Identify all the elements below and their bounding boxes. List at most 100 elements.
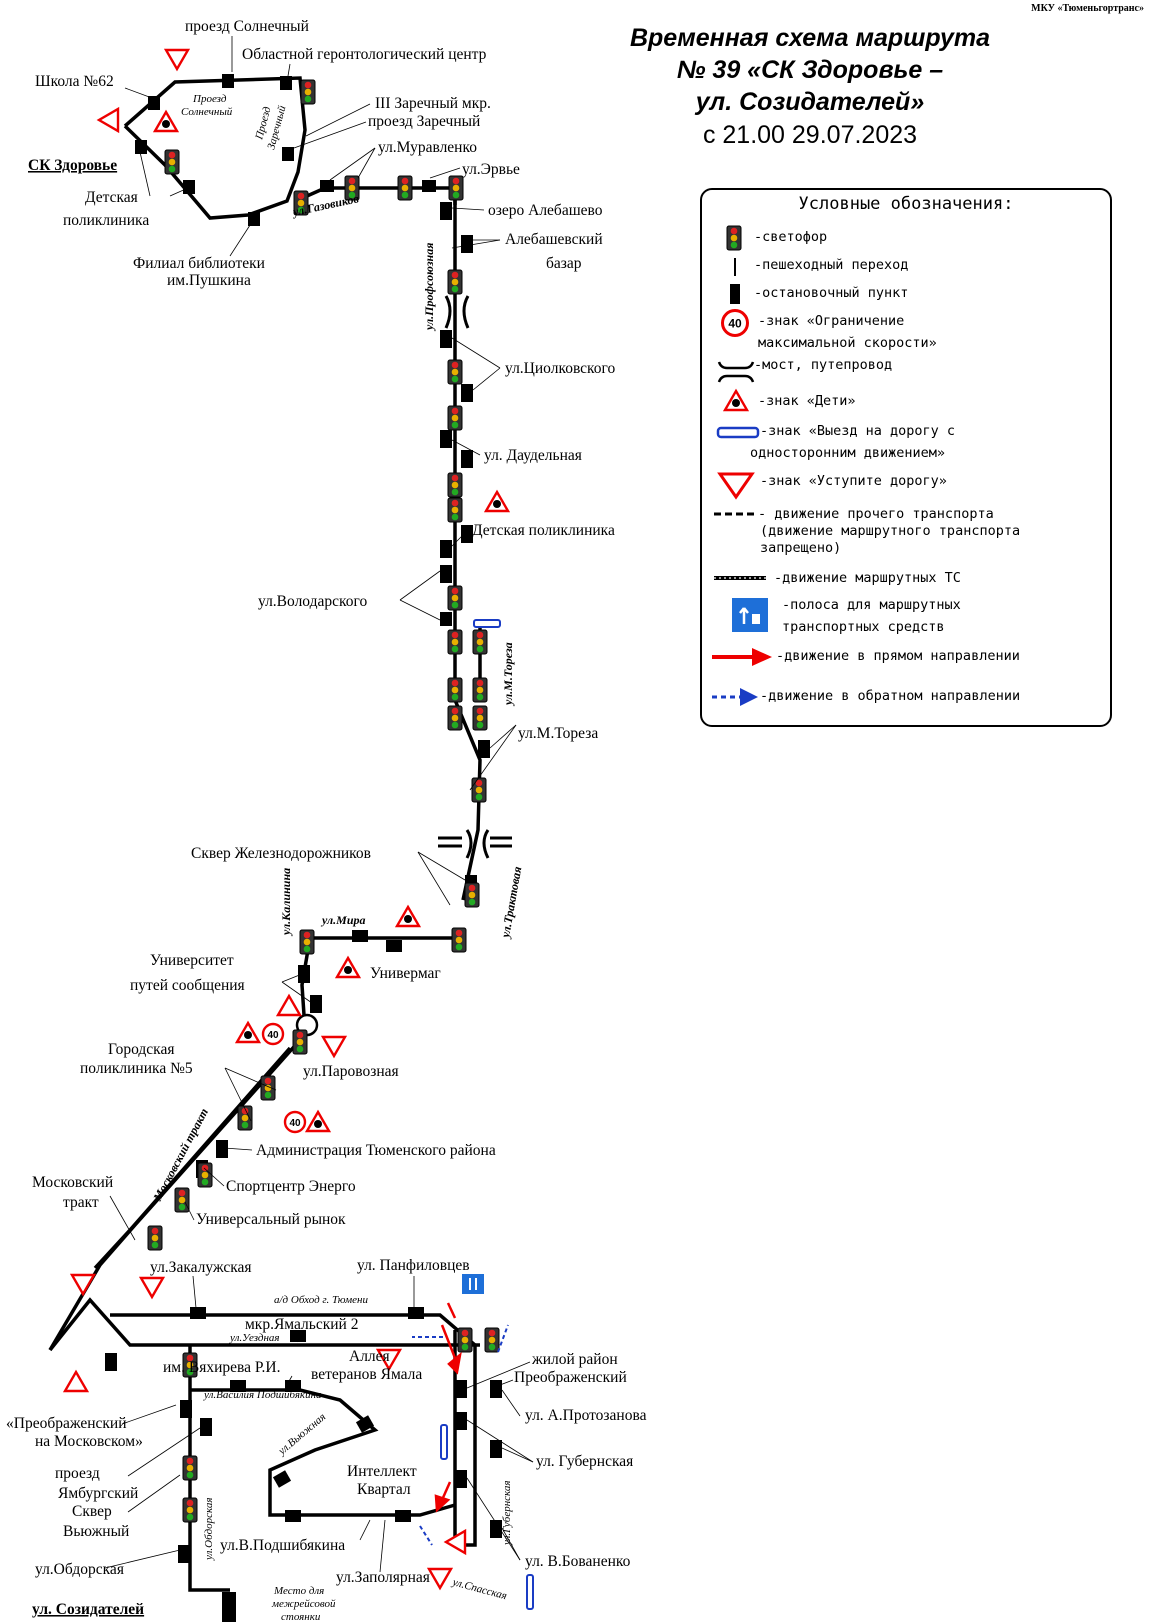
speed-limit-icon: 40 bbox=[721, 309, 749, 337]
label-preobr-1: «Преображенский bbox=[6, 1415, 127, 1432]
label-school-62: Школа №62 bbox=[35, 73, 114, 90]
street-obkhod: а/д Обход г. Тюмени bbox=[274, 1294, 368, 1306]
reverse-arrow-icon bbox=[712, 688, 758, 706]
label-zhiloy-2: Преображенский bbox=[514, 1369, 627, 1386]
label-volodarsky: ул.Володарского bbox=[258, 593, 367, 610]
label-mosk-1: Московский bbox=[32, 1174, 113, 1191]
label-proezd-zarechny: проезд Заречный bbox=[368, 113, 480, 130]
street-podshibyakina: ул.Василия Подшибякина bbox=[203, 1389, 322, 1401]
legend-item-yield: -знак «Уступите дорогу» bbox=[760, 473, 947, 489]
label-library-1: Филиал библиотеки bbox=[133, 255, 265, 272]
street-spasskaya: ул.Спасская bbox=[450, 1576, 508, 1602]
street-gubernskaya: ул.Губернская bbox=[501, 1480, 513, 1546]
label-yamburg-2: Ямбургский bbox=[58, 1485, 138, 1502]
stop-marker bbox=[105, 74, 502, 1622]
bridge-icon bbox=[438, 836, 512, 848]
legend-heading: Условные обозначения: bbox=[798, 194, 1014, 214]
leader-lines bbox=[104, 36, 534, 1573]
speed-limit-value: 40 bbox=[728, 317, 742, 331]
label-rynok: Универсальный рынок bbox=[196, 1211, 346, 1228]
label-ozero: озеро Алебашево bbox=[488, 202, 603, 219]
label-gerontology: Областной геронтологический центр bbox=[242, 46, 487, 63]
label-sk-zdorovye: СК Здоровье bbox=[28, 157, 117, 174]
label-mesto-3: стоянки bbox=[281, 1611, 321, 1623]
legend-item-traffic-light: -светофор bbox=[754, 229, 828, 245]
label-univ-2: путей сообщения bbox=[130, 977, 245, 994]
title-line-1: Временная схема маршрута bbox=[629, 24, 991, 52]
street-obdorskaya: ул.Обдорская bbox=[203, 1497, 215, 1561]
label-intellekt-2: Квартал bbox=[357, 1481, 411, 1498]
label-alleya-1: Аллея bbox=[349, 1348, 390, 1365]
label-skver-zhd: Сквер Железнодорожников bbox=[191, 845, 371, 862]
street-kalinina: ул.Калинина bbox=[279, 868, 293, 937]
legend-item-bridge: -мост, путепровод bbox=[754, 357, 893, 373]
label-skver-v-1: Сквер bbox=[72, 1503, 112, 1520]
legend-item-oneway-2: односторонним движением» bbox=[750, 445, 946, 461]
street-vyuzhnaya: ул.Вьюжная bbox=[275, 1411, 328, 1458]
bridge-icon bbox=[717, 361, 755, 383]
label-skver-v-2: Вьюжный bbox=[63, 1523, 129, 1540]
forward-arrow-icon bbox=[712, 648, 772, 666]
legend-item-forward: -движение в прямом направлении bbox=[776, 648, 1020, 664]
stop-icon bbox=[730, 284, 740, 304]
legend-item-other-1: - движение прочего транспорта bbox=[758, 506, 994, 522]
legend-item-stop: -остановочный пункт bbox=[754, 285, 909, 301]
legend-item-speed-1: -знак «Ограничение bbox=[758, 313, 905, 329]
title-line-3: ул. Созидателей» bbox=[695, 88, 925, 116]
label-yamburg-1: проезд bbox=[55, 1465, 100, 1482]
label-det-pol-1: Детская bbox=[85, 189, 138, 206]
label-mosk-2: тракт bbox=[63, 1194, 99, 1211]
label-proezd-solnechny: проезд Солнечный bbox=[185, 18, 309, 35]
legend-item-bus-lane-2: транспортных средств bbox=[782, 619, 945, 635]
title-date: с 21.00 29.07.2023 bbox=[702, 121, 918, 149]
label-gor-pol-1: Городская bbox=[108, 1041, 174, 1058]
label-sport: Спортцентр Энерго bbox=[226, 1178, 356, 1195]
label-muravlenko: ул.Муравленко bbox=[378, 139, 477, 156]
street-m-toreza: ул.М.Тореза bbox=[501, 642, 515, 707]
one-way-sign-icon bbox=[716, 426, 760, 439]
organization-label: МКУ «Тюменьгортранс» bbox=[1031, 3, 1144, 14]
label-admin: Администрация Тюменского района bbox=[256, 1142, 496, 1159]
reverse-direction-arrow bbox=[412, 1324, 509, 1546]
label-vyakhireva: им. Вяхирева Р.И. bbox=[163, 1359, 281, 1376]
street-proezd-soln-1: Проезд bbox=[192, 93, 227, 105]
legend-item-reverse: -движение в обратном направлении bbox=[760, 688, 1021, 704]
label-alleya-2: ветеранов Ямала bbox=[311, 1366, 422, 1383]
label-alebash-2: базар bbox=[546, 255, 582, 272]
legend-item-speed-2: максимальной скорости» bbox=[758, 335, 937, 351]
label-obdorskaya: ул.Обдорская bbox=[35, 1561, 124, 1578]
children-sign-icon bbox=[723, 389, 749, 412]
route-title: Временная схема маршрута № 39 «СК Здоров… bbox=[590, 22, 1030, 152]
label-panfilovtsev: ул. Панфиловцев bbox=[357, 1257, 470, 1274]
route-line bbox=[48, 76, 482, 1592]
label-sozidateley: ул. Созидателей bbox=[32, 1601, 144, 1618]
street-uezdnaya: ул.Уездная bbox=[229, 1332, 280, 1344]
bus-lane-icon bbox=[732, 598, 768, 632]
label-zhiloy-1: жилой район bbox=[531, 1351, 618, 1368]
label-gubernskaya: ул. Губернская bbox=[536, 1453, 633, 1470]
label-gor-pol-2: поликлиника №5 bbox=[80, 1060, 193, 1077]
title-line-2: № 39 «СК Здоровье – bbox=[676, 56, 944, 84]
street-mira: ул.Мира bbox=[320, 913, 366, 927]
label-protazanova: ул. А.Протозанова bbox=[525, 1407, 647, 1424]
legend-item-crosswalk: -пешеходный переход bbox=[754, 257, 909, 273]
label-zapolyarnaya: ул.Заполярная bbox=[336, 1569, 430, 1586]
legend-panel: Условные обозначения: -светофор -пешеход… bbox=[700, 188, 1112, 727]
yield-sign-icon bbox=[717, 472, 755, 500]
street-traktovaya: ул.Трактовая bbox=[498, 865, 525, 940]
route-vehicles-line-icon bbox=[714, 576, 766, 580]
label-tsiolkovsky: ул.Циолковского bbox=[505, 360, 616, 377]
legend-item-other-2: (движение маршрутного транспорта bbox=[760, 523, 1021, 539]
label-yamalsky: мкр.Ямальский 2 bbox=[245, 1316, 358, 1333]
label-preobr-2: на Московском» bbox=[35, 1433, 143, 1450]
label-parovoznaya: ул.Паровозная bbox=[303, 1063, 399, 1080]
label-bovanenko: ул. В.Бованенко bbox=[525, 1553, 631, 1570]
label-det-pol-full: Детская поликлиника bbox=[472, 522, 615, 539]
label-podshibyakina: ул.В.Подшибякина bbox=[220, 1537, 345, 1554]
label-zakaluzhskaya: ул.Закалужская bbox=[150, 1259, 252, 1276]
label-daudelnaya: ул. Даудельная bbox=[484, 447, 582, 464]
legend-item-other-3: запрещено) bbox=[760, 540, 842, 556]
one-way-sign-icon bbox=[440, 619, 534, 1610]
label-mesto-1: Место для bbox=[273, 1585, 324, 1597]
